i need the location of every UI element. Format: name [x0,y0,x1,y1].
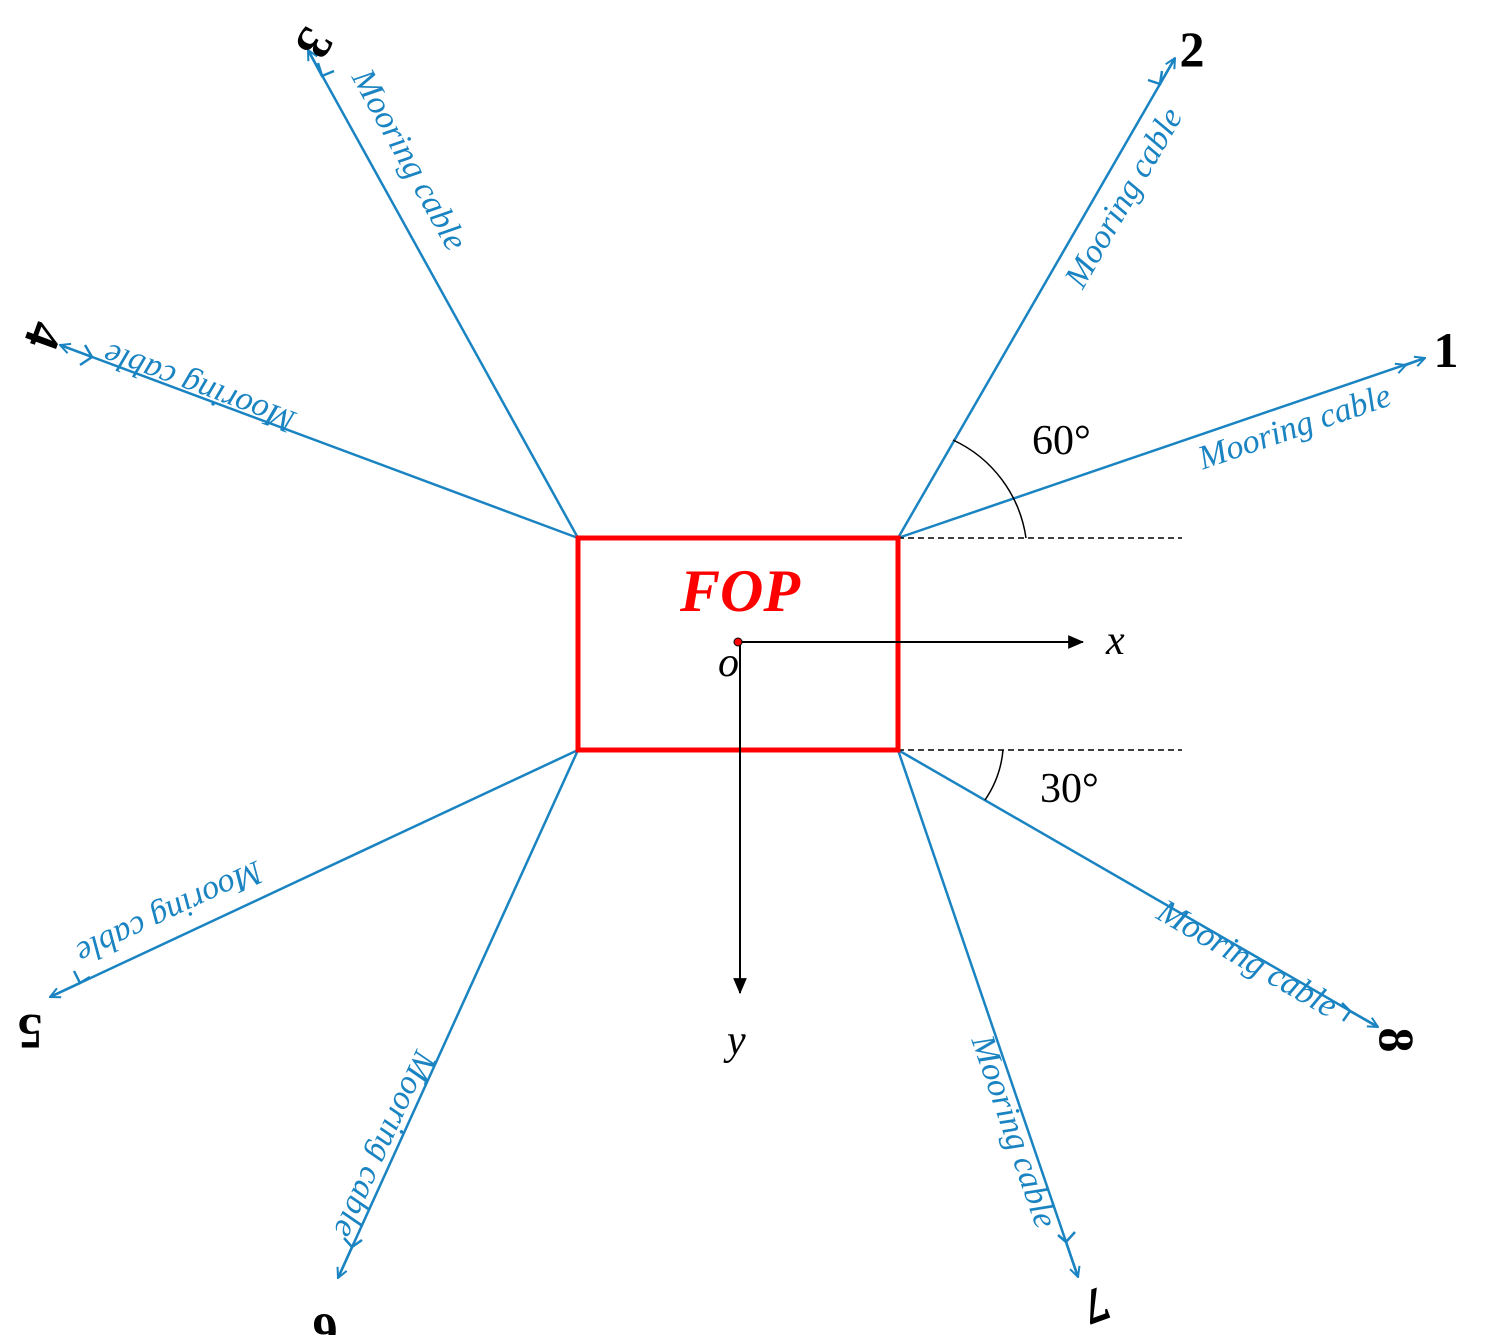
cable-arrow-2 [1158,58,1175,85]
cable-line-6 [336,749,580,1279]
cable-arrow-backheads [72,62,1352,1249]
backhead-8 [1341,1002,1352,1022]
anchor-number-4: 4 [13,314,74,357]
backhead-2 [1147,70,1164,86]
anchor-number-1: 1 [1434,322,1459,378]
cable-arrow-7 [1064,1241,1078,1277]
angle-arc-60 [952,439,1027,539]
anchor-number-2: 2 [1180,21,1205,77]
angle-label-30: 30° [1040,766,1099,812]
cable-arrow-6 [338,1246,354,1278]
cable-line-8 [897,748,1379,1029]
cable-label-3: Mooring cable [344,62,474,257]
cable-label-2: Mooring cable [1057,101,1190,295]
cable-line-7 [896,749,1080,1278]
fop-label: FOP [679,558,801,624]
anchor-number-6: 6 [313,1304,338,1335]
cable-label-7: Mooring cable [963,1030,1064,1233]
cable-label-6: Mooring cable [326,1044,443,1243]
anchor-number-7: 7 [1074,1275,1117,1335]
angle-arcs [952,439,1027,801]
backhead-7 [1057,1231,1076,1244]
cable-arrow-5 [50,981,81,997]
mooring-cables [49,49,1426,1279]
cable-line-2 [896,57,1177,539]
cable-label-8: Mooring cable [1150,892,1344,1025]
reference-lines [898,537,1182,751]
cable-line-5 [49,748,579,999]
backhead-6 [343,1237,363,1249]
cable-line-3 [306,49,580,539]
cable-arrow-8 [1349,1009,1378,1027]
cable-line-1 [897,356,1426,540]
backhead-5 [72,970,91,985]
cable-label-4: Mooring cable [99,335,301,440]
angle-label-60: 60° [1032,418,1091,464]
backhead-3 [316,62,335,78]
y-axis-label: y [723,1018,746,1064]
origin-point [733,637,743,647]
origin-label: o [718,640,739,686]
backhead-4 [79,344,94,367]
cable-arrow-4 [60,345,93,359]
coordinate-axes [733,635,1085,995]
fop-platform [575,535,901,753]
cable-label-5: Mooring cable [70,853,269,972]
angle-arc-30 [984,749,1004,801]
anchor-number-5: 5 [18,1004,43,1060]
cable-line-4 [59,343,579,540]
x-axis-label: x [1105,618,1125,664]
anchor-number-8: 8 [1369,1028,1425,1053]
cable-arrow-1 [1406,358,1425,365]
